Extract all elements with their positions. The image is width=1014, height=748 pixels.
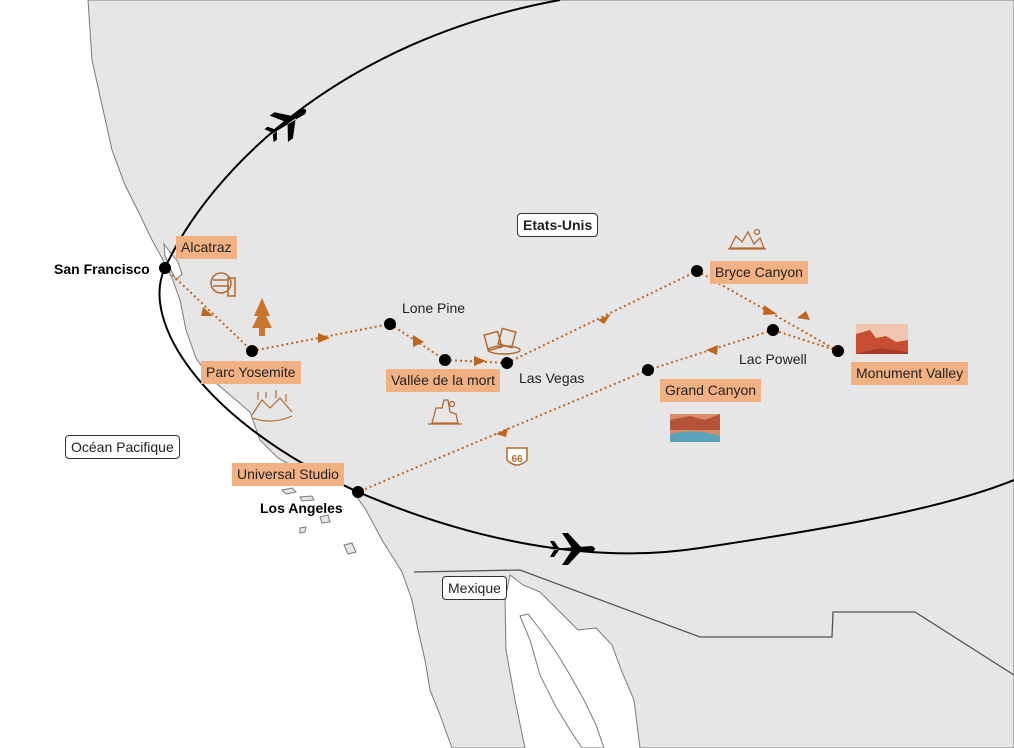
yosemite-sketch-icon — [251, 390, 293, 422]
stop-label-death-valley: Vallée de la mort — [386, 369, 501, 392]
sequoia-tree-icon — [252, 298, 272, 336]
stop-label-yosemite: Parc Yosemite — [201, 361, 301, 384]
stop-label-grand-canyon: Grand Canyon — [660, 379, 762, 402]
airplane-icon — [264, 108, 307, 143]
stop-label-alcatraz: Alcatraz — [176, 236, 237, 259]
casino-icon — [483, 327, 521, 355]
airplane-icon — [550, 533, 595, 565]
city-label-las-vegas: Las Vegas — [519, 370, 585, 386]
country-label-usa: Etats-Unis — [517, 213, 599, 237]
route66-label: 66 — [511, 454, 523, 465]
desert-icon — [428, 399, 462, 425]
country-label-mexico: Mexique — [442, 576, 507, 600]
canyon-photo-icon — [856, 324, 908, 354]
city-dots — [159, 262, 844, 498]
flight-path — [158, 0, 1014, 555]
us-mexico-border — [413, 569, 1014, 676]
city-label-san-francisco: San Francisco — [54, 261, 150, 277]
city-label-lac-powell: Lac Powell — [739, 351, 807, 367]
city-label-los-angeles: Los Angeles — [260, 500, 343, 516]
canyon-photo-icon — [670, 414, 720, 442]
stop-label-bryce: Bryce Canyon — [710, 261, 808, 284]
alcatraz-icon — [210, 272, 236, 297]
stop-label-universal: Universal Studio — [232, 463, 344, 486]
gulf-of-california — [519, 613, 605, 748]
city-label-lone-pine: Lone Pine — [402, 300, 466, 316]
stop-label-monument-valley: Monument Valley — [851, 362, 969, 385]
bryce-sketch-icon — [728, 228, 766, 250]
route-arrows — [201, 305, 810, 437]
ocean-label: Océan Pacifique — [65, 435, 180, 459]
route66-sign-icon: 66 — [506, 447, 528, 466]
